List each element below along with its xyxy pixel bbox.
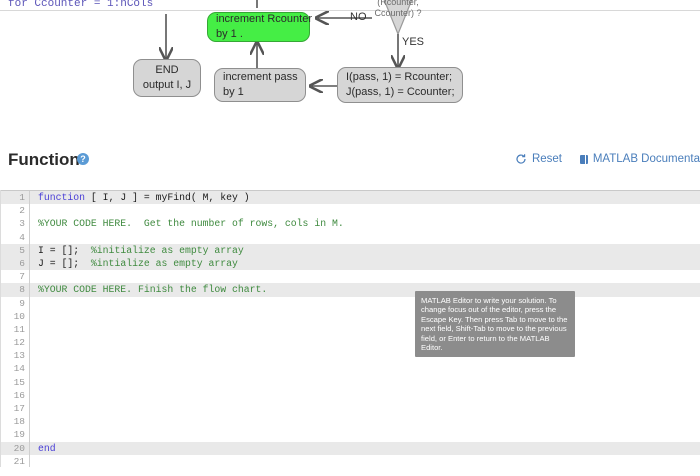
code-token: %intialize as empty array [90, 257, 238, 269]
code-text: end [38, 442, 56, 455]
flowchart-connectors [0, 0, 413, 132]
node-line: increment Rcounter [216, 13, 312, 25]
line-number: 17 [0, 402, 30, 416]
node-line: by 1 [223, 86, 244, 98]
flowchart-node-end: END output I, J [133, 59, 201, 97]
flowchart-node-increment-rcounter: increment Rcounter by 1 . [207, 12, 312, 42]
code-line[interactable]: 19 [0, 428, 700, 442]
code-line[interactable]: 17 [0, 402, 700, 416]
code-line[interactable]: 8 %YOUR CODE HERE. Finish the flow chart. [0, 283, 700, 297]
code-text: J = []; %intialize as empty array [38, 257, 238, 270]
refresh-icon [516, 154, 526, 164]
node-line: output I, J [142, 79, 192, 91]
code-line[interactable]: 16 [0, 388, 700, 402]
book-icon [580, 154, 588, 164]
code-line[interactable]: 1 function [ I, J ] = myFind( M, key ) [0, 191, 700, 205]
code-text: %YOUR CODE HERE. Finish the flow chart. [38, 283, 267, 296]
code-text: %YOUR CODE HERE. Get the number of rows,… [38, 217, 344, 230]
code-line[interactable]: 10 [0, 309, 700, 323]
line-number: 5 [0, 243, 30, 257]
code-token: %initialize as empty array [90, 244, 244, 256]
flowchart-top-divider [0, 10, 700, 11]
code-text: I = []; %initialize as empty array [38, 244, 244, 257]
line-number: 21 [0, 454, 30, 468]
flowchart-image: for Ccounter = 1:nCols increment Rco [0, 0, 700, 132]
node-line: increment pass [223, 71, 298, 83]
editor-left-border [0, 190, 1, 476]
flowchart-node-assign-ij: I(pass, 1) = Rcounter; J(pass, 1) = Ccou… [337, 67, 463, 103]
code-line[interactable]: 2 [0, 204, 700, 218]
code-line[interactable]: 9 [0, 296, 700, 310]
line-number: 15 [0, 375, 30, 389]
matlab-documentation-link[interactable]: MATLAB Documenta [580, 153, 700, 165]
line-number: 6 [0, 256, 30, 271]
line-number: 10 [0, 309, 30, 323]
line-number: 12 [0, 336, 30, 350]
line-number: 14 [0, 362, 30, 376]
code-line[interactable]: 20 end [0, 441, 700, 455]
decision-line: (Rcounter, [377, 0, 419, 7]
question-circle-icon[interactable]: ? [77, 153, 89, 165]
node-line: END [155, 64, 179, 76]
code-line[interactable]: 15 [0, 375, 700, 389]
code-line[interactable]: 4 [0, 230, 700, 244]
flowchart-decision-label: (Rcounter, Ccounter) ? [367, 0, 429, 19]
node-line: J(pass, 1) = Ccounter; [346, 86, 455, 98]
line-number: 11 [0, 322, 30, 337]
editor-tooltip: MATLAB Editor to write your solution. To… [415, 291, 575, 358]
page-title: Function [8, 150, 80, 169]
page-bottom-spacer [0, 467, 700, 476]
line-number: 3 [0, 217, 30, 231]
line-number: 20 [0, 441, 30, 455]
flowchart-edge-label-no: NO [350, 11, 367, 23]
line-number: 18 [0, 415, 30, 429]
line-number: 13 [0, 349, 30, 363]
code-token: end [38, 442, 56, 454]
code-line[interactable]: 18 [0, 415, 700, 429]
line-number: 1 [0, 191, 30, 205]
code-token: function [38, 192, 86, 203]
code-token: J = []; [38, 257, 91, 269]
line-number: 16 [0, 388, 30, 402]
flowchart-edge-label-yes: YES [402, 36, 425, 48]
code-line[interactable]: 21 [0, 454, 700, 468]
matlab-documentation-label: MATLAB Documenta [592, 153, 700, 165]
code-line[interactable]: 11 [0, 322, 700, 337]
line-number: 8 [0, 283, 30, 297]
code-text: function [ I, J ] = myFind( M, key ) [38, 191, 250, 204]
node-line: by 1 . [216, 28, 243, 40]
flowchart-partial-loop-text: for Ccounter = 1:nCols [8, 0, 154, 10]
node-line: I(pass, 1) = Rcounter; [346, 71, 453, 83]
flowchart-node-increment-pass: increment pass by 1 [214, 68, 306, 102]
line-number: 9 [0, 296, 30, 310]
line-number: 4 [0, 230, 30, 244]
code-token: %YOUR CODE HERE. Get the number of rows,… [38, 218, 344, 230]
decision-line: Ccounter) ? [374, 8, 422, 18]
line-number: 7 [0, 270, 30, 284]
code-line[interactable]: 13 [0, 349, 700, 363]
code-line[interactable]: 12 [0, 336, 700, 350]
code-line[interactable]: 6 J = []; %intialize as empty array [0, 256, 700, 271]
code-line[interactable]: 14 [0, 362, 700, 376]
code-token: I = []; [38, 244, 91, 256]
line-number: 19 [0, 428, 30, 442]
code-line[interactable]: 5 I = []; %initialize as empty array [0, 243, 700, 257]
code-token: %YOUR CODE HERE. Finish the flow chart. [38, 284, 268, 296]
function-section-header: Function ? Reset MATLAB Documenta [0, 142, 700, 186]
code-token: [ I, J ] = myFind( M, key ) [85, 192, 250, 203]
reset-button[interactable]: Reset [515, 153, 562, 165]
header-actions: Reset MATLAB Documenta [515, 153, 700, 165]
code-line[interactable]: 3 %YOUR CODE HERE. Get the number of rows… [0, 217, 700, 231]
line-number: 2 [0, 204, 30, 218]
code-line[interactable]: 7 [0, 270, 700, 284]
reset-label: Reset [531, 153, 562, 165]
